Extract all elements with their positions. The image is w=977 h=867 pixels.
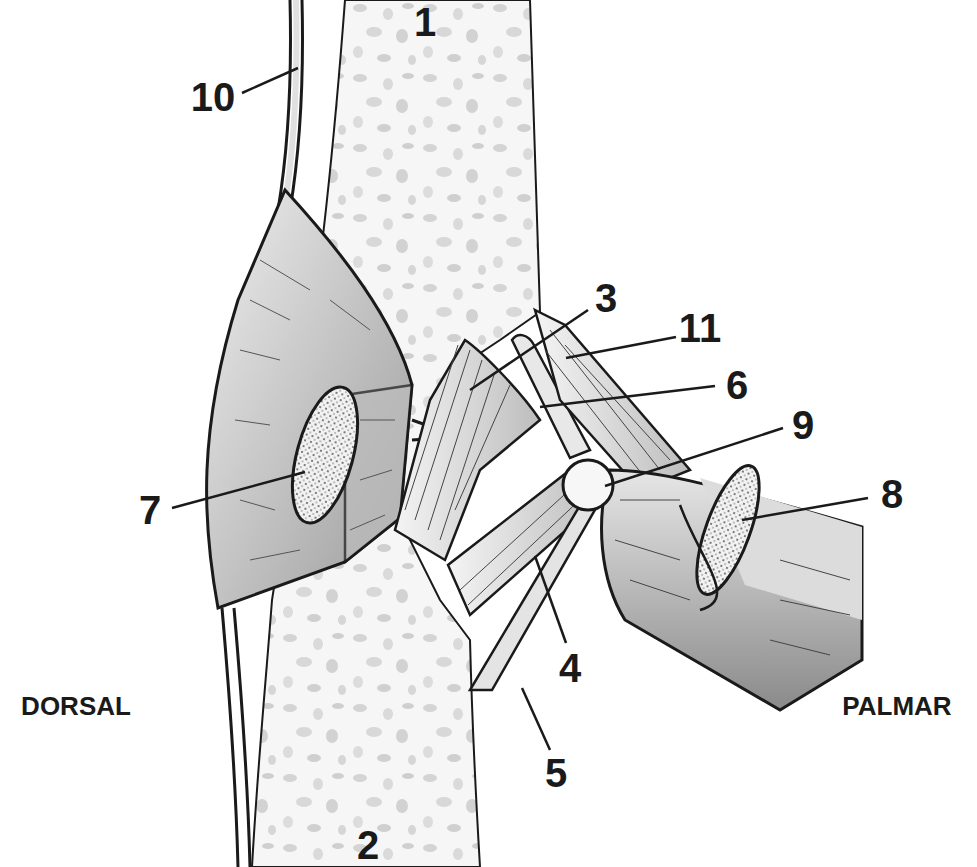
callout-number: 1 [414, 2, 436, 42]
callout-number: 2 [357, 825, 379, 865]
tendon-section [280, 380, 370, 530]
callout-number: 4 [559, 648, 581, 688]
tendon-fill [284, 0, 297, 210]
tendon-line [222, 608, 238, 867]
callout-number: 10 [191, 77, 236, 117]
callout-number: 6 [726, 365, 748, 405]
hood-fibres [235, 260, 395, 560]
thin-ligament [470, 502, 596, 690]
sheath-edge [680, 505, 717, 610]
volar-plate [535, 310, 690, 490]
orientation-label: DORSAL [21, 693, 131, 719]
tendon-line [234, 608, 250, 867]
extensor-hood [207, 190, 412, 608]
callout-number: 9 [792, 405, 814, 445]
tendon-section [684, 459, 772, 602]
callout-number: 5 [545, 753, 567, 793]
callout-number: 11 [679, 308, 721, 348]
callout-number: 7 [139, 490, 161, 530]
orientation-label: PALMAR [842, 693, 951, 719]
callout-number: 8 [881, 474, 903, 514]
callout-number: 3 [595, 278, 617, 318]
leader-line [172, 68, 868, 750]
